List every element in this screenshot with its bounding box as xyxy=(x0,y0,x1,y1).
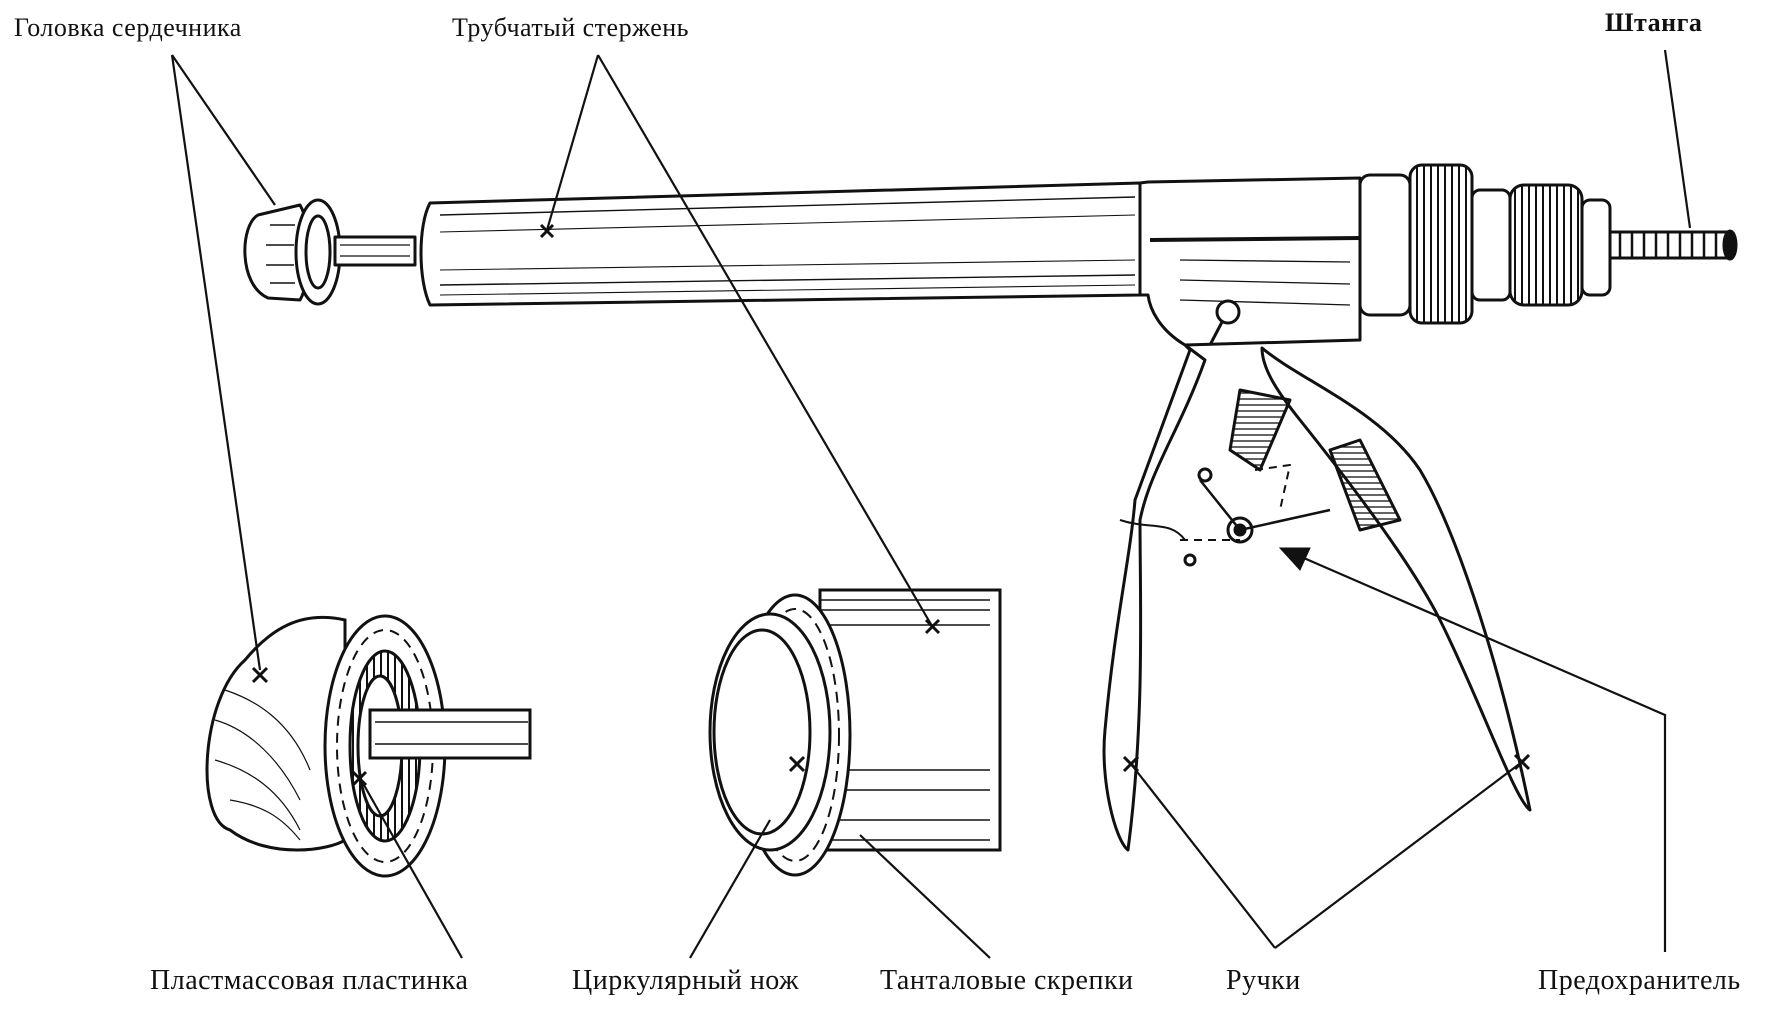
tubular-rod xyxy=(419,181,1142,307)
label-bar: Штанга xyxy=(1605,8,1703,37)
housing xyxy=(1138,176,1362,347)
label-plastic-plate: Пластмассовая пластинка xyxy=(150,965,469,996)
spindle xyxy=(333,235,417,267)
detail-core-head xyxy=(205,614,532,878)
label-tantalum-clips: Танталовые скрепки xyxy=(880,965,1134,996)
label-tubular-rod: Трубчатый стержень xyxy=(452,13,690,42)
threaded-bar xyxy=(1608,229,1738,261)
label-safety-catch: Предохранитель xyxy=(1538,965,1741,996)
knurled-rings xyxy=(1358,163,1612,325)
core-head-small xyxy=(243,198,342,306)
detail-tube-end xyxy=(708,588,1002,877)
instrument xyxy=(243,163,1738,852)
label-circular-knife: Циркулярный нож xyxy=(572,965,799,996)
label-handles: Ручки xyxy=(1226,965,1301,996)
label-core-head: Головка сердечника xyxy=(14,13,242,42)
handles xyxy=(1102,343,1532,852)
leader-lines xyxy=(170,49,1692,959)
